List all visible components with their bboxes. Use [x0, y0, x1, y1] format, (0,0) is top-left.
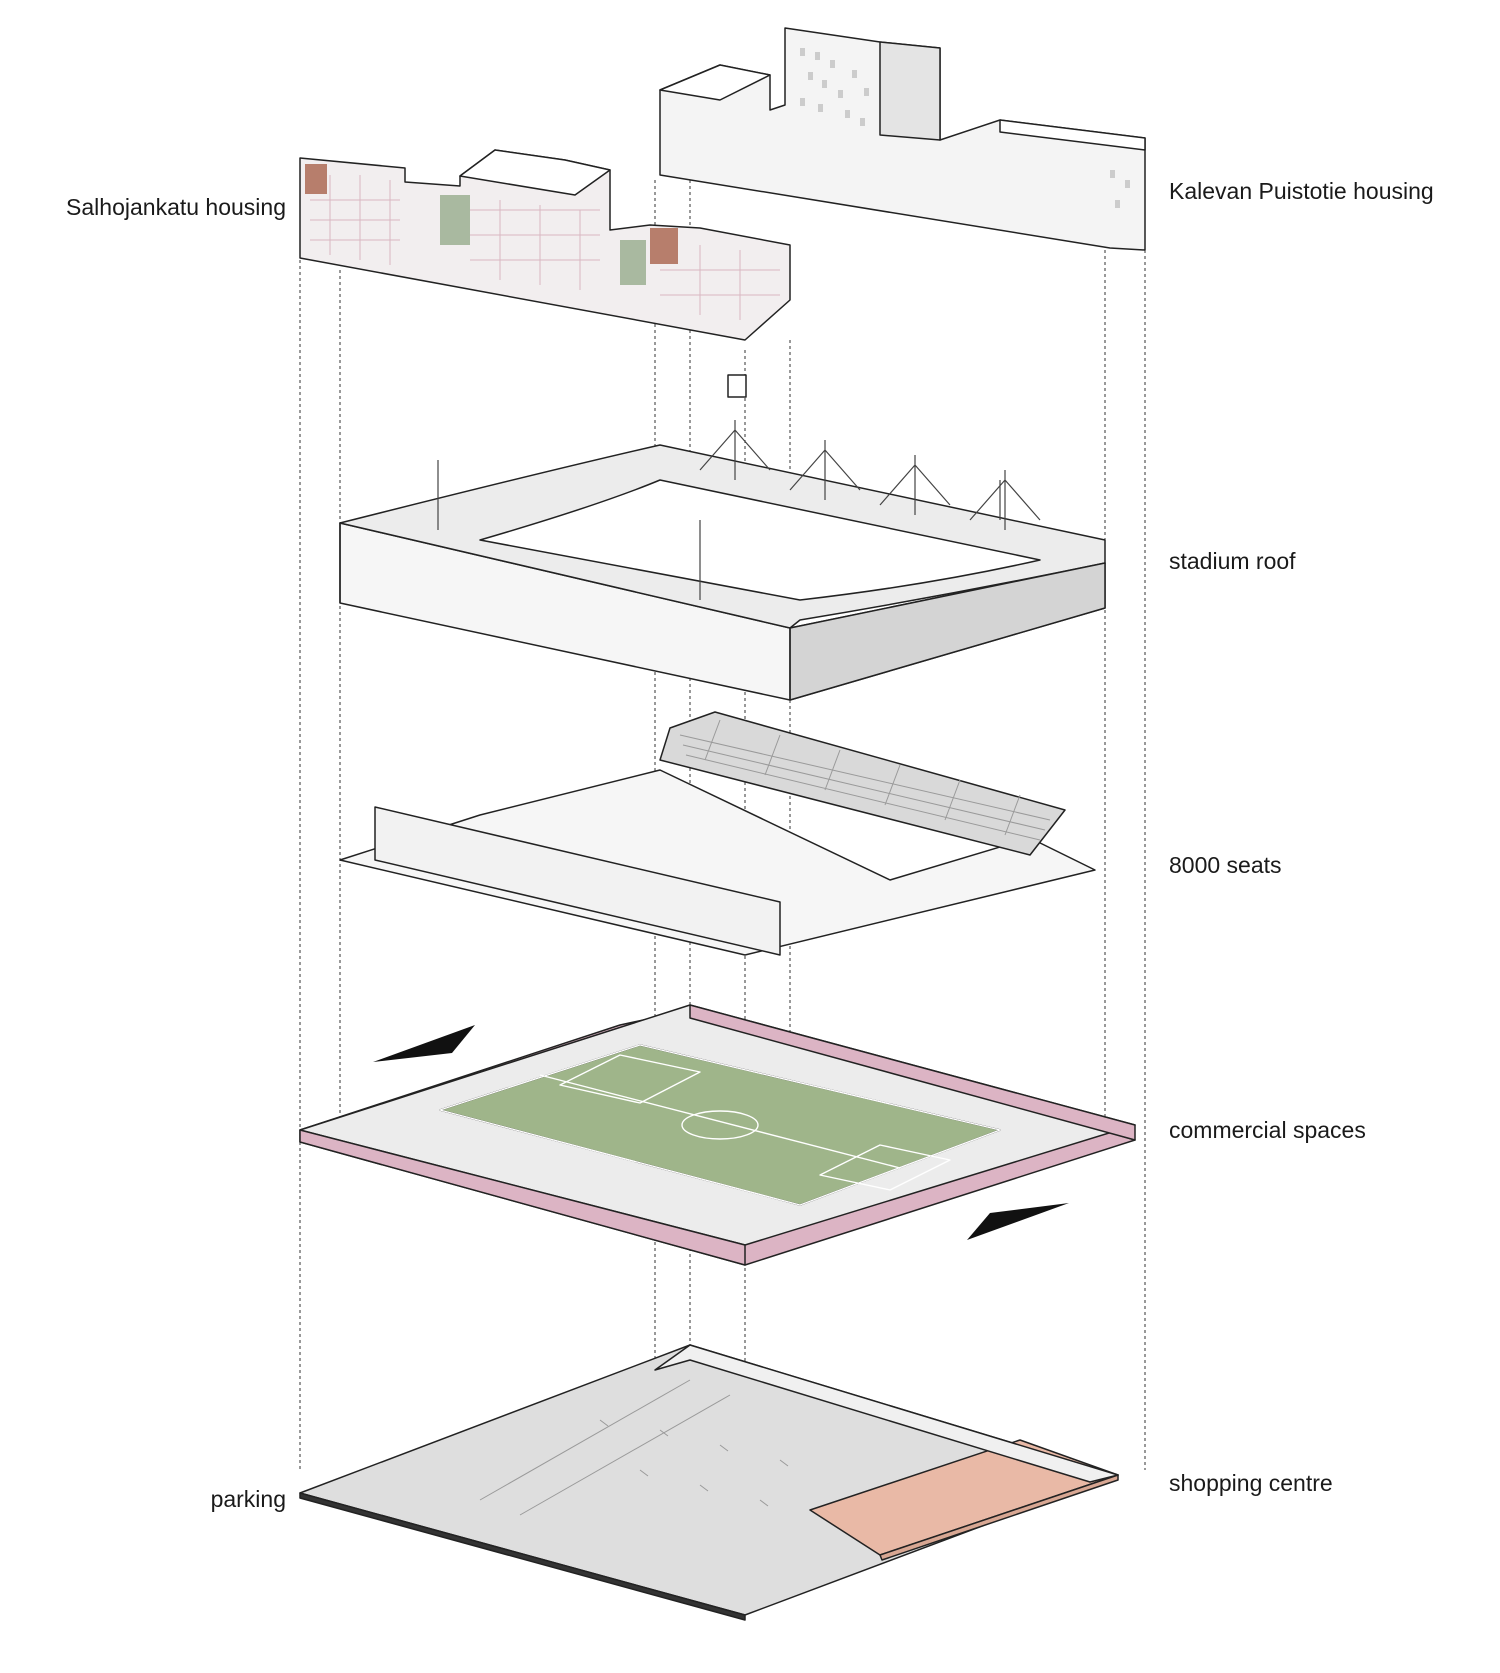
layer-label-salhojankatu-housing: Salhojankatu housing — [66, 194, 286, 220]
seating-tier — [339, 711, 1096, 956]
layer-label-stadium-roof: stadium roof — [1169, 548, 1296, 574]
layer-label-kalevan-housing: Kalevan Puistotie housing — [1169, 178, 1434, 204]
arrow-left-icon — [373, 1025, 475, 1062]
layer-label-seats: 8000 seats — [1169, 852, 1282, 878]
layer-label-parking: parking — [210, 1486, 286, 1512]
direction-arrows — [373, 1025, 1069, 1240]
pitch-layer — [299, 1004, 1136, 1266]
stadium-roof — [339, 374, 1106, 701]
layer-label-commercial-spaces: commercial spaces — [1169, 1117, 1366, 1143]
arrow-right-icon — [967, 1203, 1069, 1240]
kalevan-housing-block — [659, 27, 1146, 251]
layer-label-shopping-centre: shopping centre — [1169, 1470, 1333, 1496]
parking-and-shopping-layer — [299, 1344, 1119, 1621]
salhojankatu-housing-block — [299, 149, 791, 341]
